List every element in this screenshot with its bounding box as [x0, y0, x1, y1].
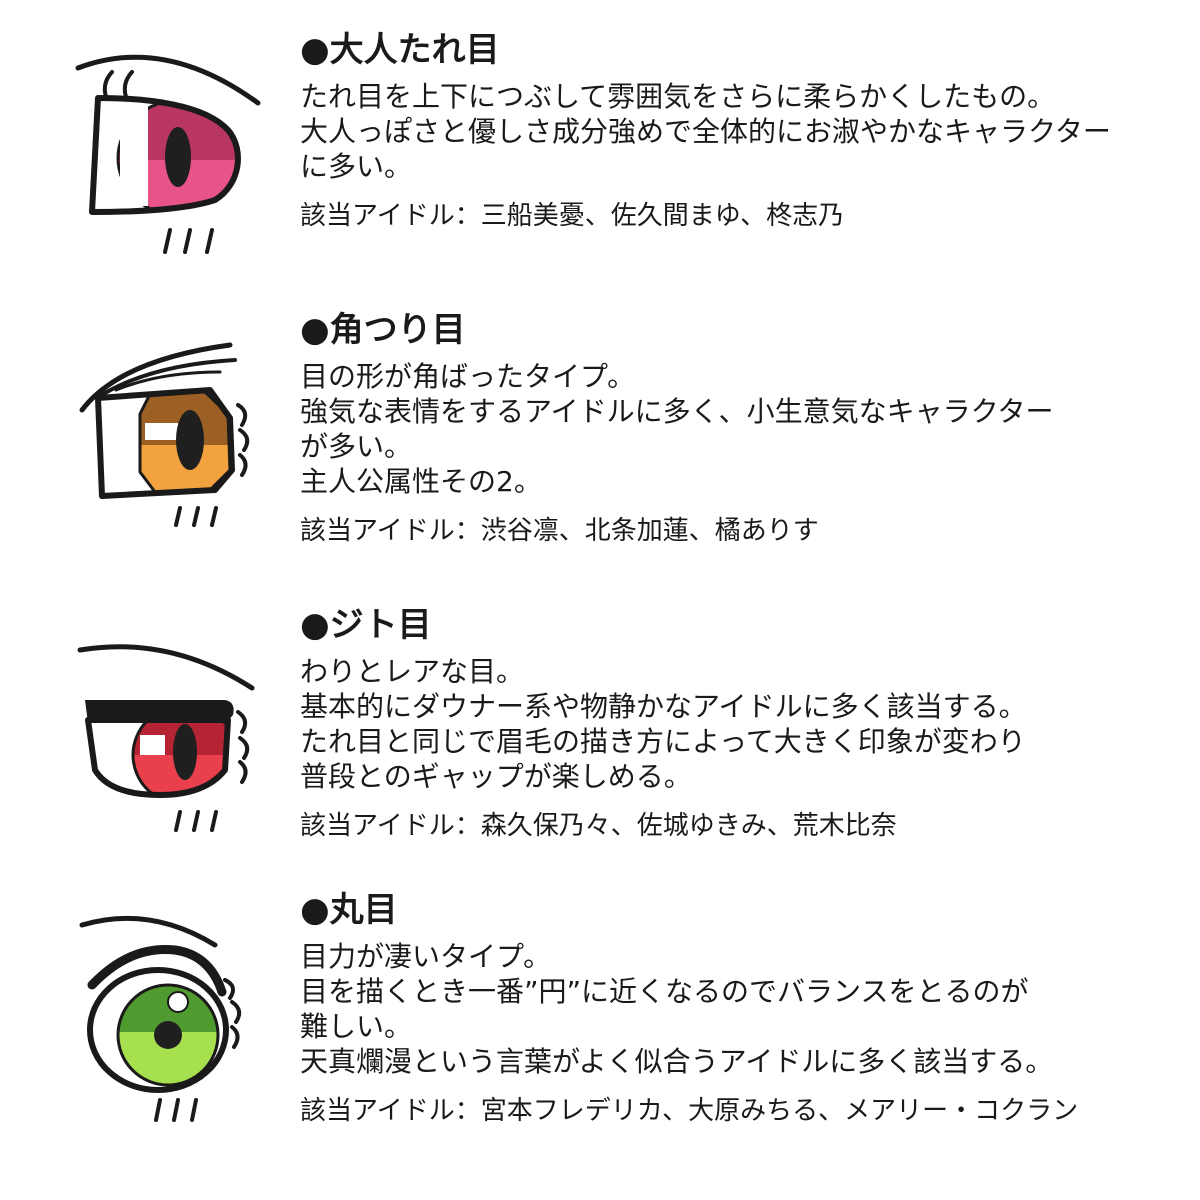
outer-lash [236, 403, 248, 427]
highlight [145, 423, 178, 440]
pupil [154, 1021, 182, 1049]
section-description: 目の形が角ばったタイプ。 強気な表情をするアイドルに多く、小生意気なキャラクター… [300, 359, 1190, 499]
blush-line [190, 1098, 198, 1122]
blush-line [163, 228, 172, 254]
description-line: に多い。 [300, 150, 413, 183]
idol-list: 該当アイドル：宮本フレデリカ、大原みちる、メアリー・コクラン [300, 1096, 1079, 1126]
description-line: たれ目と同じで眉毛の描き方によって大きく印象が変わり [300, 725, 1026, 758]
section-title: ●丸目 [300, 890, 398, 930]
outer-lash [236, 710, 248, 734]
eye-outline [89, 95, 241, 215]
description-line: 強気な表情をするアイドルに多く、小生意気なキャラクター [300, 395, 1054, 428]
blush-line [174, 506, 182, 527]
description-line: 普段とのギャップが楽しめる。 [300, 760, 692, 793]
section-half-lidded-eye: ●ジト目 わりとレアな目。 基本的にダウナー系や物静かなアイドルに多く該当する。… [300, 603, 1190, 843]
heavy-upper-lid [87, 944, 227, 997]
idol-list: 該当アイドル：渋谷凛、北条加蓮、橘ありす [300, 516, 819, 546]
description-line: 大人っぽさと優しさ成分強めで全体的にお淑やかなキャラクター [300, 115, 1111, 148]
section-description: たれ目を上下につぶして雰囲気をさらに柔らかくしたもの。 大人っぽさと優しさ成分強… [300, 79, 1190, 184]
brow-line [77, 644, 255, 691]
section-droopy-eye: ●大人たれ目 たれ目を上下につぶして雰囲気をさらに柔らかくしたもの。 大人っぽさ… [300, 28, 1190, 233]
section-round-eye: ●丸目 目力が凄いタイプ。 目を描くとき一番”円”に近くなるのでバランスをとるの… [300, 888, 1190, 1128]
description-line: 目の形が角ばったタイプ。 [300, 360, 636, 393]
eye-outline [85, 717, 231, 798]
outer-lash [238, 736, 250, 760]
upper-lash-line [75, 54, 261, 106]
description-line: 天真爛漫という言葉がよく似合うアイドルに多く該当する。 [300, 1045, 1054, 1078]
description-line: 難しい。 [300, 1010, 413, 1043]
pupil [165, 127, 191, 187]
droopy-eye-icon [75, 54, 261, 254]
outer-lash [230, 1000, 242, 1024]
brow-line [98, 358, 237, 398]
angular-upturned-eye-icon [79, 342, 250, 527]
description-line: が多い。 [300, 430, 413, 463]
description-line: 主人公属性その2。 [300, 465, 542, 498]
outer-lash [238, 760, 248, 784]
eye-outline [87, 967, 229, 1093]
outer-lash [238, 453, 248, 477]
description-line: 目力が凄いタイプ。 [300, 940, 552, 973]
heavy-upper-lid [85, 700, 234, 723]
brow-line [79, 342, 233, 413]
highlight [167, 991, 189, 1013]
blush-line [154, 1098, 162, 1122]
blush-line [205, 228, 214, 254]
iris-outline [131, 720, 228, 795]
brow-line [79, 915, 218, 948]
highlight [140, 735, 165, 755]
blush-line [210, 810, 218, 832]
eye-outline [95, 387, 235, 499]
blush-line [174, 810, 182, 832]
section-angular-eye: ●角つり目 目の形が角ばったタイプ。 強気な表情をするアイドルに多く、小生意気な… [300, 308, 1190, 548]
blush-line [183, 228, 192, 254]
pupil [176, 410, 204, 470]
half-lidded-eye-icon [77, 644, 255, 832]
section-title: ●大人たれ目 [300, 30, 500, 70]
section-title: ●ジト目 [300, 605, 432, 645]
brow-line [114, 370, 222, 392]
section-description: 目力が凄いタイプ。 目を描くとき一番”円”に近くなるのでバランスをとるのが 難し… [300, 939, 1190, 1079]
idol-list: 該当アイドル：三船美憂、佐久間まゆ、柊志乃 [300, 201, 845, 231]
section-title: ●角つり目 [300, 310, 466, 350]
outer-lash [230, 1025, 240, 1049]
idol-list: 該当アイドル：森久保乃々、佐城ゆきみ、荒木比奈 [300, 811, 897, 841]
round-eye-icon [79, 915, 242, 1122]
section-description: わりとレアな目。 基本的にダウナー系や物静かなアイドルに多く該当する。 たれ目と… [300, 654, 1190, 794]
description-line: 基本的にダウナー系や物静かなアイドルに多く該当する。 [300, 690, 1027, 723]
description-line: 目を描くとき一番”円”に近くなるのでバランスをとるのが [300, 975, 1029, 1008]
outer-lash [238, 428, 250, 452]
iris-outline [116, 983, 220, 1087]
highlight [120, 104, 148, 206]
pupil [173, 724, 197, 780]
outer-lash [223, 978, 236, 1000]
description-line: たれ目を上下につぶして雰囲気をさらに柔らかくしたもの。 [300, 80, 1056, 113]
blush-line [210, 506, 218, 527]
description-line: わりとレアな目。 [300, 655, 525, 688]
blush-line [172, 1098, 180, 1122]
blush-line [192, 506, 200, 527]
blush-line [192, 810, 200, 832]
